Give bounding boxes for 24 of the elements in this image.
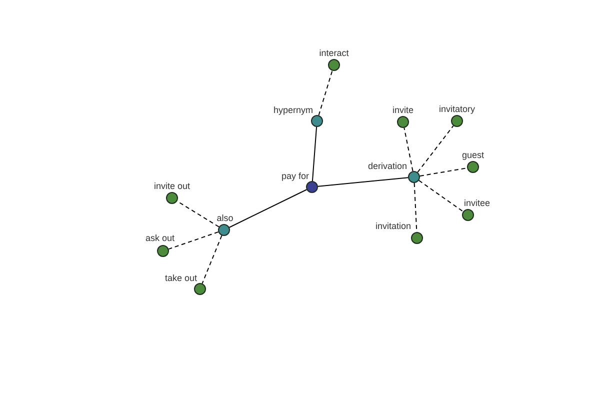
node-label: invitation: [375, 221, 411, 231]
connector-line: [317, 177, 409, 187]
node-label: invite out: [154, 181, 190, 191]
node-label: also: [216, 213, 234, 223]
node-label: invitee: [464, 198, 490, 208]
dashed-connector: [404, 127, 414, 172]
node-label: interact: [319, 48, 349, 58]
node-label: invite: [392, 105, 414, 115]
dashed-connector: [176, 200, 220, 228]
node-label: invitatory: [439, 104, 475, 114]
connector-line: [312, 126, 318, 182]
node-label: guest: [462, 150, 484, 160]
connector-line: [228, 189, 308, 228]
dashed-connector: [168, 231, 219, 250]
node-label: hypernym: [273, 105, 313, 115]
node-label: ask out: [145, 233, 175, 243]
dashed-connector: [202, 235, 222, 284]
dashed-connector: [418, 180, 464, 212]
node-label: take out: [164, 273, 197, 283]
node-label: pay for: [281, 171, 309, 181]
dashed-connector: [419, 168, 468, 176]
dashed-connector: [417, 125, 454, 173]
dashed-connector: [318, 70, 333, 116]
node-label: derivation: [368, 161, 407, 171]
